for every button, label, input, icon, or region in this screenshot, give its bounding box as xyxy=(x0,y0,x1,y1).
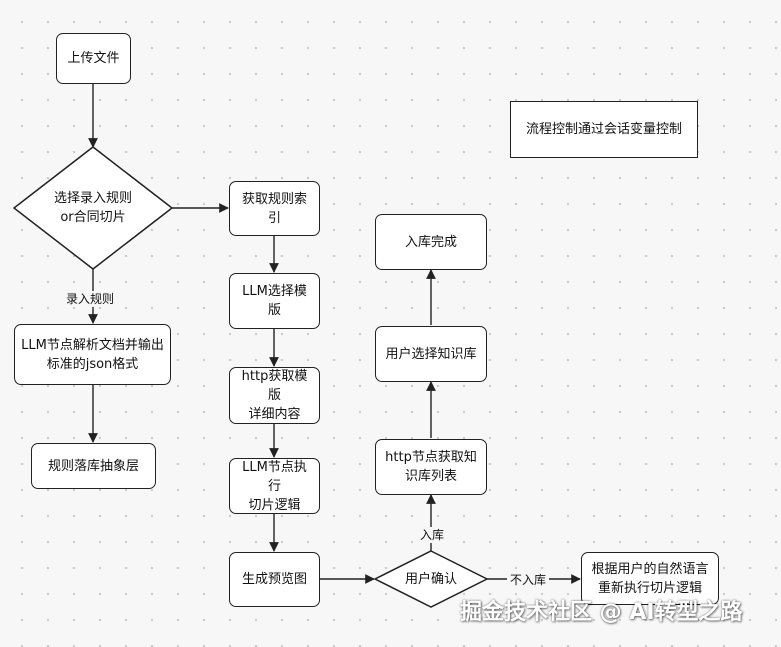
node-user-choose-kb[interactable]: 用户选择知识库 xyxy=(375,326,487,382)
node-storage-done-label: 入库完成 xyxy=(404,234,457,250)
node-rule-storage-layer-label: 规则落库抽象层 xyxy=(47,458,139,474)
decision-confirm-label: 用户确认 xyxy=(404,571,457,587)
node-generate-preview-label: 生成预览图 xyxy=(241,572,307,587)
node-llm-choose-template[interactable]: LLM选择模版 xyxy=(229,273,320,329)
decision-confirm-shape xyxy=(373,550,489,608)
edge-label-store: 入库 xyxy=(417,527,448,543)
edge-label-enter-rule: 录入规则 xyxy=(63,291,118,307)
node-http-get-kb-list-label: http节点获取知 识库列表 xyxy=(385,450,477,484)
node-generate-preview[interactable]: 生成预览图 xyxy=(229,552,320,607)
node-http-get-template[interactable]: http获取模版 详细内容 xyxy=(229,367,320,424)
node-rerun-split[interactable]: 根据用户的自然语言 重新执行切片逻辑 xyxy=(581,552,719,605)
node-upload-file[interactable]: 上传文件 xyxy=(56,33,131,84)
node-llm-choose-template-label: LLM选择模版 xyxy=(242,284,307,318)
edge-label-not-store: 不入库 xyxy=(507,572,550,588)
node-get-rule-index-label: 获取规则索引 xyxy=(241,191,307,226)
node-upload-file-label: 上传文件 xyxy=(67,51,120,66)
watermark-text: 掘金技术社区 @ AI转型之路 xyxy=(460,600,743,625)
node-storage-done[interactable]: 入库完成 xyxy=(375,214,487,270)
node-llm-exec-split[interactable]: LLM节点执行 切片逻辑 xyxy=(229,458,320,514)
node-llm-exec-split-label: LLM节点执行 切片逻辑 xyxy=(242,459,307,513)
note-flow-control[interactable]: 流程控制通过会话变量控制 xyxy=(510,101,698,158)
node-llm-parse-document[interactable]: LLM节点解析文档并输出 标准的json格式 xyxy=(14,324,171,385)
node-http-get-kb-list[interactable]: http节点获取知 识库列表 xyxy=(375,439,487,495)
decision-choose-label: 选择录入规则 or合同切片 xyxy=(53,191,132,225)
node-user-choose-kb-label: 用户选择知识库 xyxy=(385,346,477,362)
decision-choose-shape xyxy=(12,146,174,270)
node-rule-storage-layer[interactable]: 规则落库抽象层 xyxy=(31,443,156,489)
node-rerun-split-label: 根据用户的自然语言 重新执行切片逻辑 xyxy=(591,561,709,596)
node-llm-parse-document-label: LLM节点解析文档并输出 标准的json格式 xyxy=(21,337,164,372)
node-get-rule-index[interactable]: 获取规则索引 xyxy=(229,181,320,236)
note-flow-control-label: 流程控制通过会话变量控制 xyxy=(525,122,682,137)
node-http-get-template-label: http获取模版 详细内容 xyxy=(241,369,308,422)
